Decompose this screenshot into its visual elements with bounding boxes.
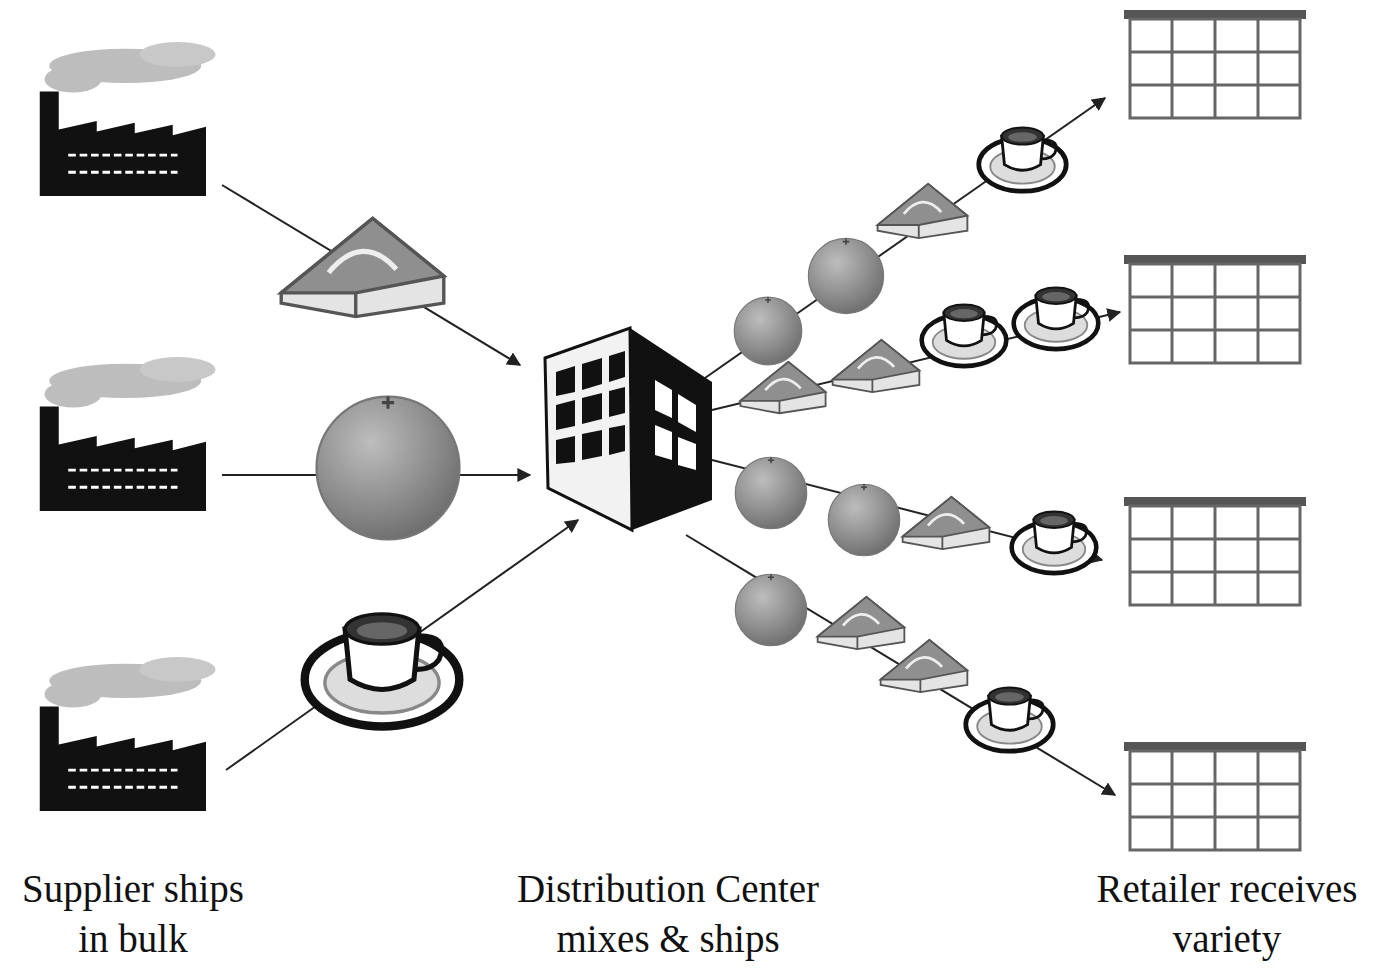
wedge-item bbox=[281, 218, 444, 316]
orange-item bbox=[735, 574, 806, 645]
column-caption: Supplier ships in bulk bbox=[6, 864, 261, 964]
retailer-icon bbox=[1124, 10, 1306, 118]
wedge-item bbox=[740, 362, 825, 413]
retailer-icon bbox=[1124, 742, 1306, 850]
retailer-icon bbox=[1124, 255, 1306, 363]
factory-icon bbox=[40, 657, 216, 811]
wedge-item bbox=[833, 340, 920, 392]
retailer-icon bbox=[1124, 497, 1306, 605]
cup-item bbox=[1012, 511, 1097, 573]
orange-item bbox=[808, 238, 883, 313]
factory-icon bbox=[40, 357, 216, 511]
orange-item bbox=[828, 484, 899, 555]
distribution-center-icon bbox=[545, 328, 712, 530]
cup-item bbox=[1014, 287, 1099, 349]
wedge-item bbox=[818, 597, 905, 649]
inbound-line bbox=[226, 520, 578, 770]
orange-item bbox=[317, 397, 460, 540]
cup-item bbox=[305, 614, 460, 727]
wedge-item bbox=[903, 497, 990, 549]
cup-item bbox=[979, 128, 1066, 192]
orange-item bbox=[735, 457, 806, 528]
outbound-line bbox=[705, 98, 1105, 378]
wedge-item bbox=[881, 640, 968, 692]
cup-item bbox=[922, 304, 1007, 366]
wedge-item bbox=[878, 184, 968, 238]
inbound-line bbox=[222, 185, 520, 365]
cup-item bbox=[966, 688, 1053, 752]
column-caption: Distribution Center mixes & ships bbox=[468, 864, 868, 964]
factory-icon bbox=[40, 42, 216, 196]
orange-item bbox=[734, 297, 802, 365]
column-caption: Retailer receives variety bbox=[1079, 864, 1375, 964]
